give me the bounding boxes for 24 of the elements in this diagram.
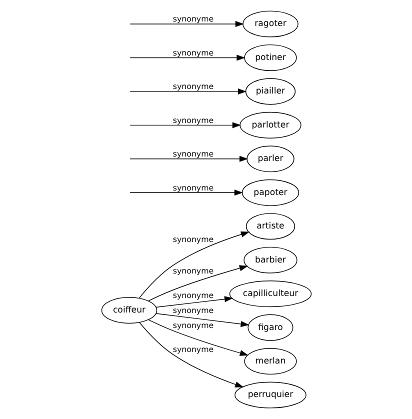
arrow — [129, 190, 243, 196]
arrow — [138, 322, 244, 388]
arrow — [138, 231, 250, 299]
node-ellipse: merlan — [244, 348, 296, 375]
arrow — [147, 265, 248, 302]
arrow — [155, 296, 233, 308]
arrow — [129, 54, 245, 61]
arrow — [129, 88, 246, 94]
node-ellipse: ragoter — [242, 10, 298, 38]
arrow — [147, 319, 248, 356]
node-ellipse: barbier — [243, 246, 297, 274]
node-ellipse: capilliculteur — [228, 280, 312, 308]
arrow — [129, 156, 248, 162]
node-ellipse: parler — [246, 146, 294, 172]
node-ellipse: coiffeur — [100, 297, 157, 324]
node-ellipse: figaro — [247, 314, 293, 341]
node-ellipse: potiner — [244, 44, 296, 71]
node-ellipse: papoter — [241, 179, 299, 206]
node-ellipse: parlotter — [239, 112, 301, 138]
arrow — [129, 20, 244, 28]
node-ellipse: artiste — [245, 213, 295, 240]
arrow — [155, 313, 249, 327]
node-ellipse: piailler — [244, 78, 296, 105]
arrow — [129, 122, 241, 128]
